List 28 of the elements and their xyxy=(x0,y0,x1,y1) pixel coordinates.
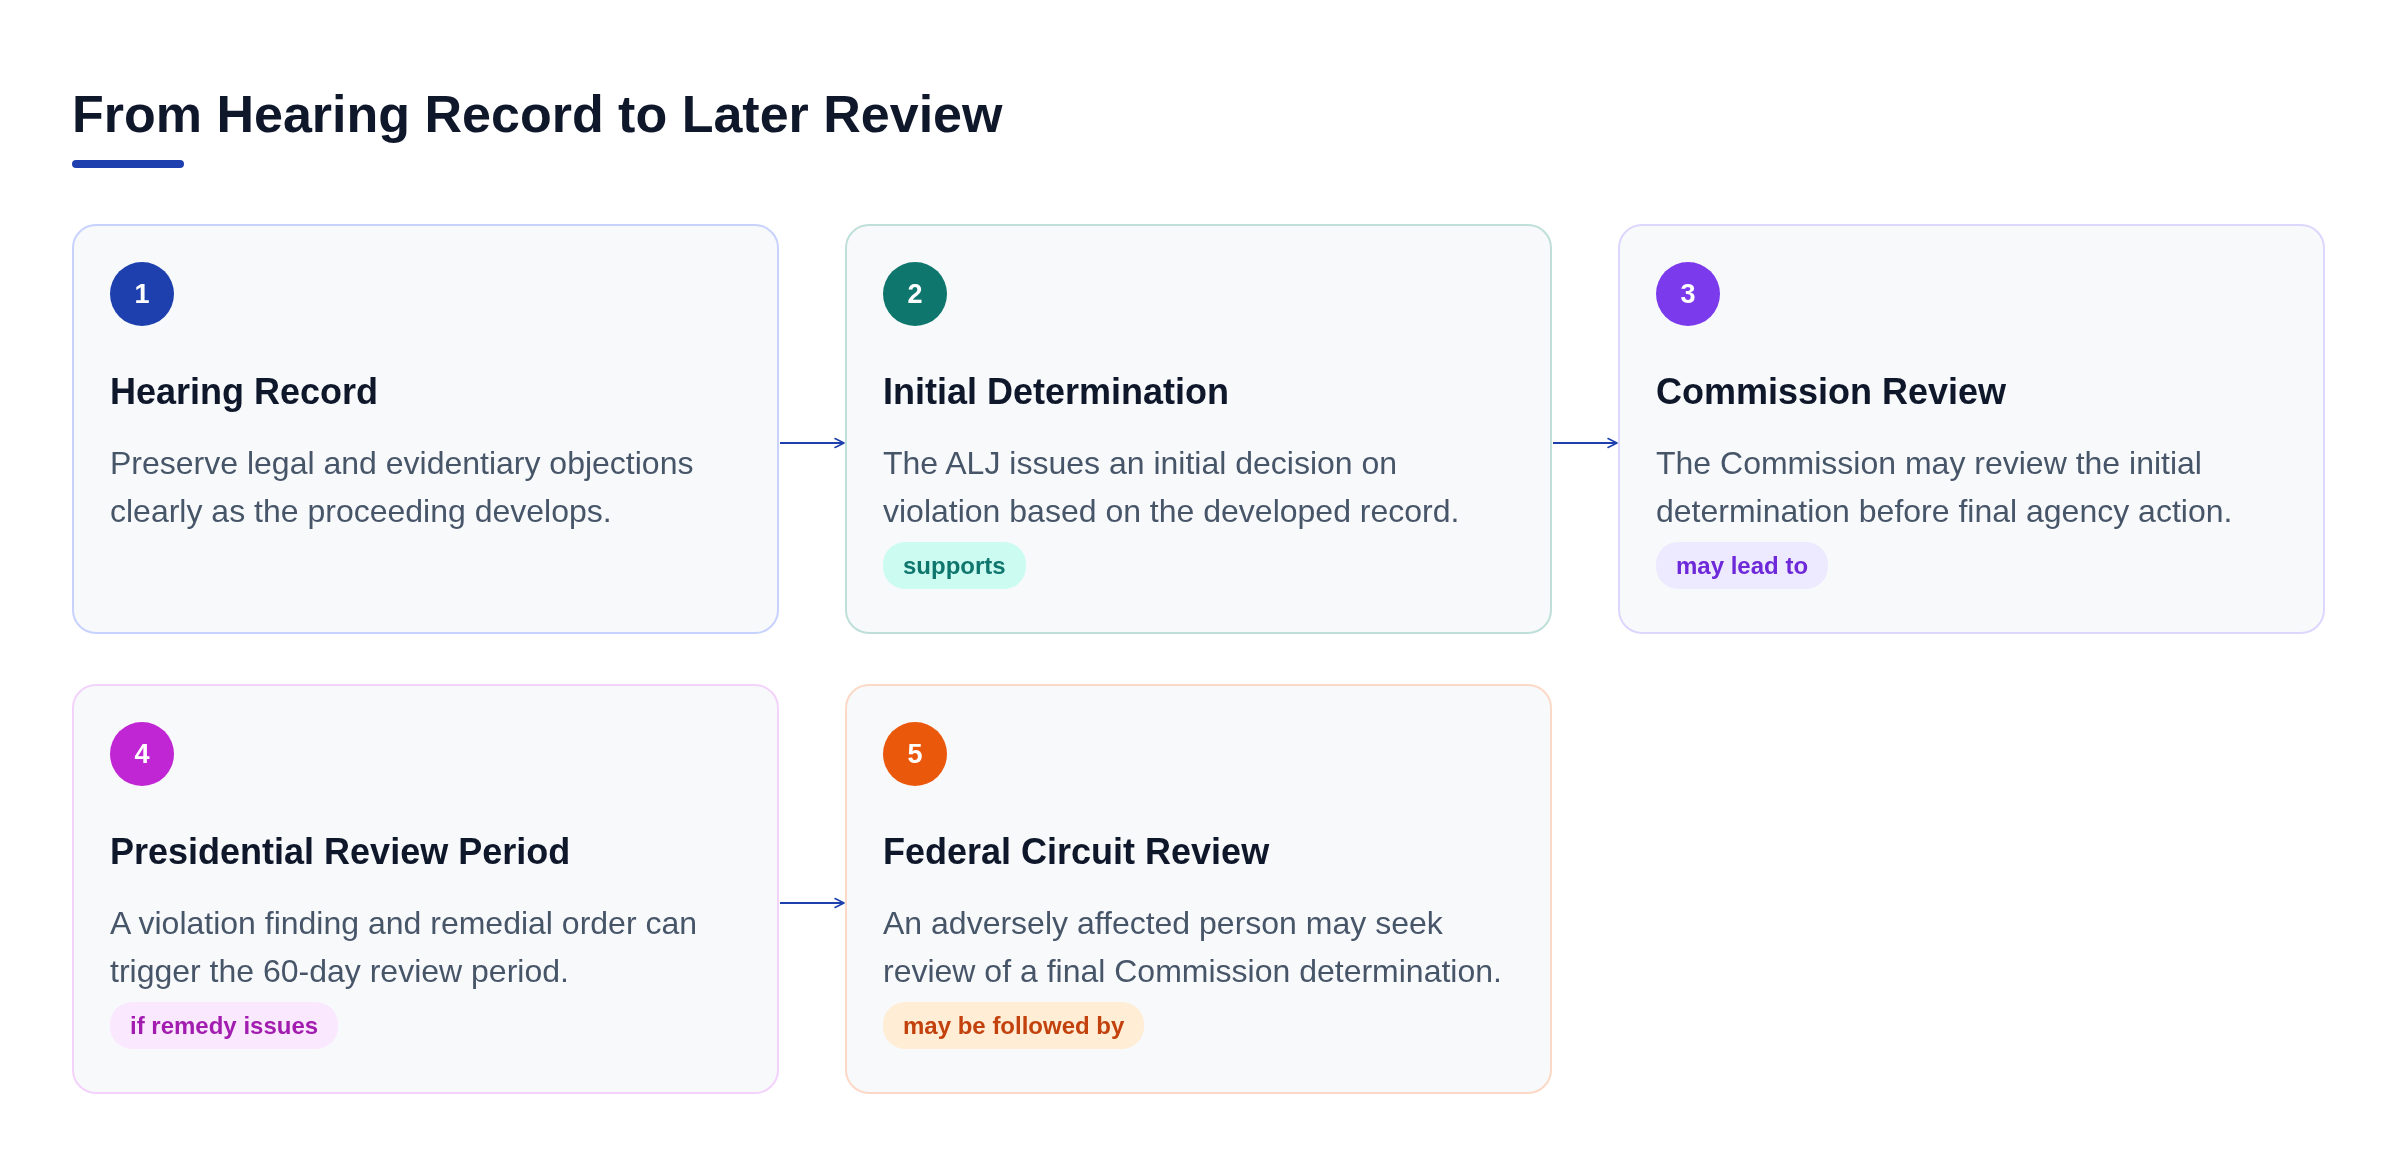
arrow xyxy=(779,897,845,909)
step-description: Preserve legal and evidentiary objections clearly as the proceeding develops. xyxy=(110,444,695,532)
step-description: A violation finding and remedial order can trigger the 60-day review period. xyxy=(110,904,699,992)
step-description: An adversely affected person may seek review of a final Commission determination. xyxy=(883,904,1503,992)
step-number: 3 xyxy=(1656,262,1720,326)
step-number: 2 xyxy=(883,262,947,326)
step-heading: Initial Determination xyxy=(883,370,1230,414)
step-description: The ALJ issues an initial decision on violation based on the developed record. xyxy=(883,444,1461,532)
step-heading: Federal Circuit Review xyxy=(883,830,1270,874)
diagram-title: From Hearing Record to Later Review xyxy=(72,84,1003,145)
step-card xyxy=(1618,224,2325,634)
step-heading: Commission Review xyxy=(1656,370,2007,414)
relation-tag: may lead to xyxy=(1656,542,1829,590)
step-card xyxy=(72,684,779,1094)
step-heading: Presidential Review Period xyxy=(110,830,571,874)
step-number: 5 xyxy=(883,722,947,786)
step-card xyxy=(72,224,779,634)
step-number: 1 xyxy=(110,262,174,326)
relation-tag: if remedy issues xyxy=(110,1002,339,1050)
step-number: 4 xyxy=(110,722,174,786)
step-card xyxy=(845,224,1552,634)
step-card xyxy=(845,684,1552,1094)
relation-tag: supports xyxy=(883,542,1026,590)
relation-tag: may be followed by xyxy=(883,1002,1145,1050)
arrow xyxy=(1552,437,1618,449)
arrow xyxy=(779,437,845,449)
step-description: The Commission may review the initial determination before final agency action. xyxy=(1656,444,2234,532)
step-heading: Hearing Record xyxy=(110,370,379,414)
